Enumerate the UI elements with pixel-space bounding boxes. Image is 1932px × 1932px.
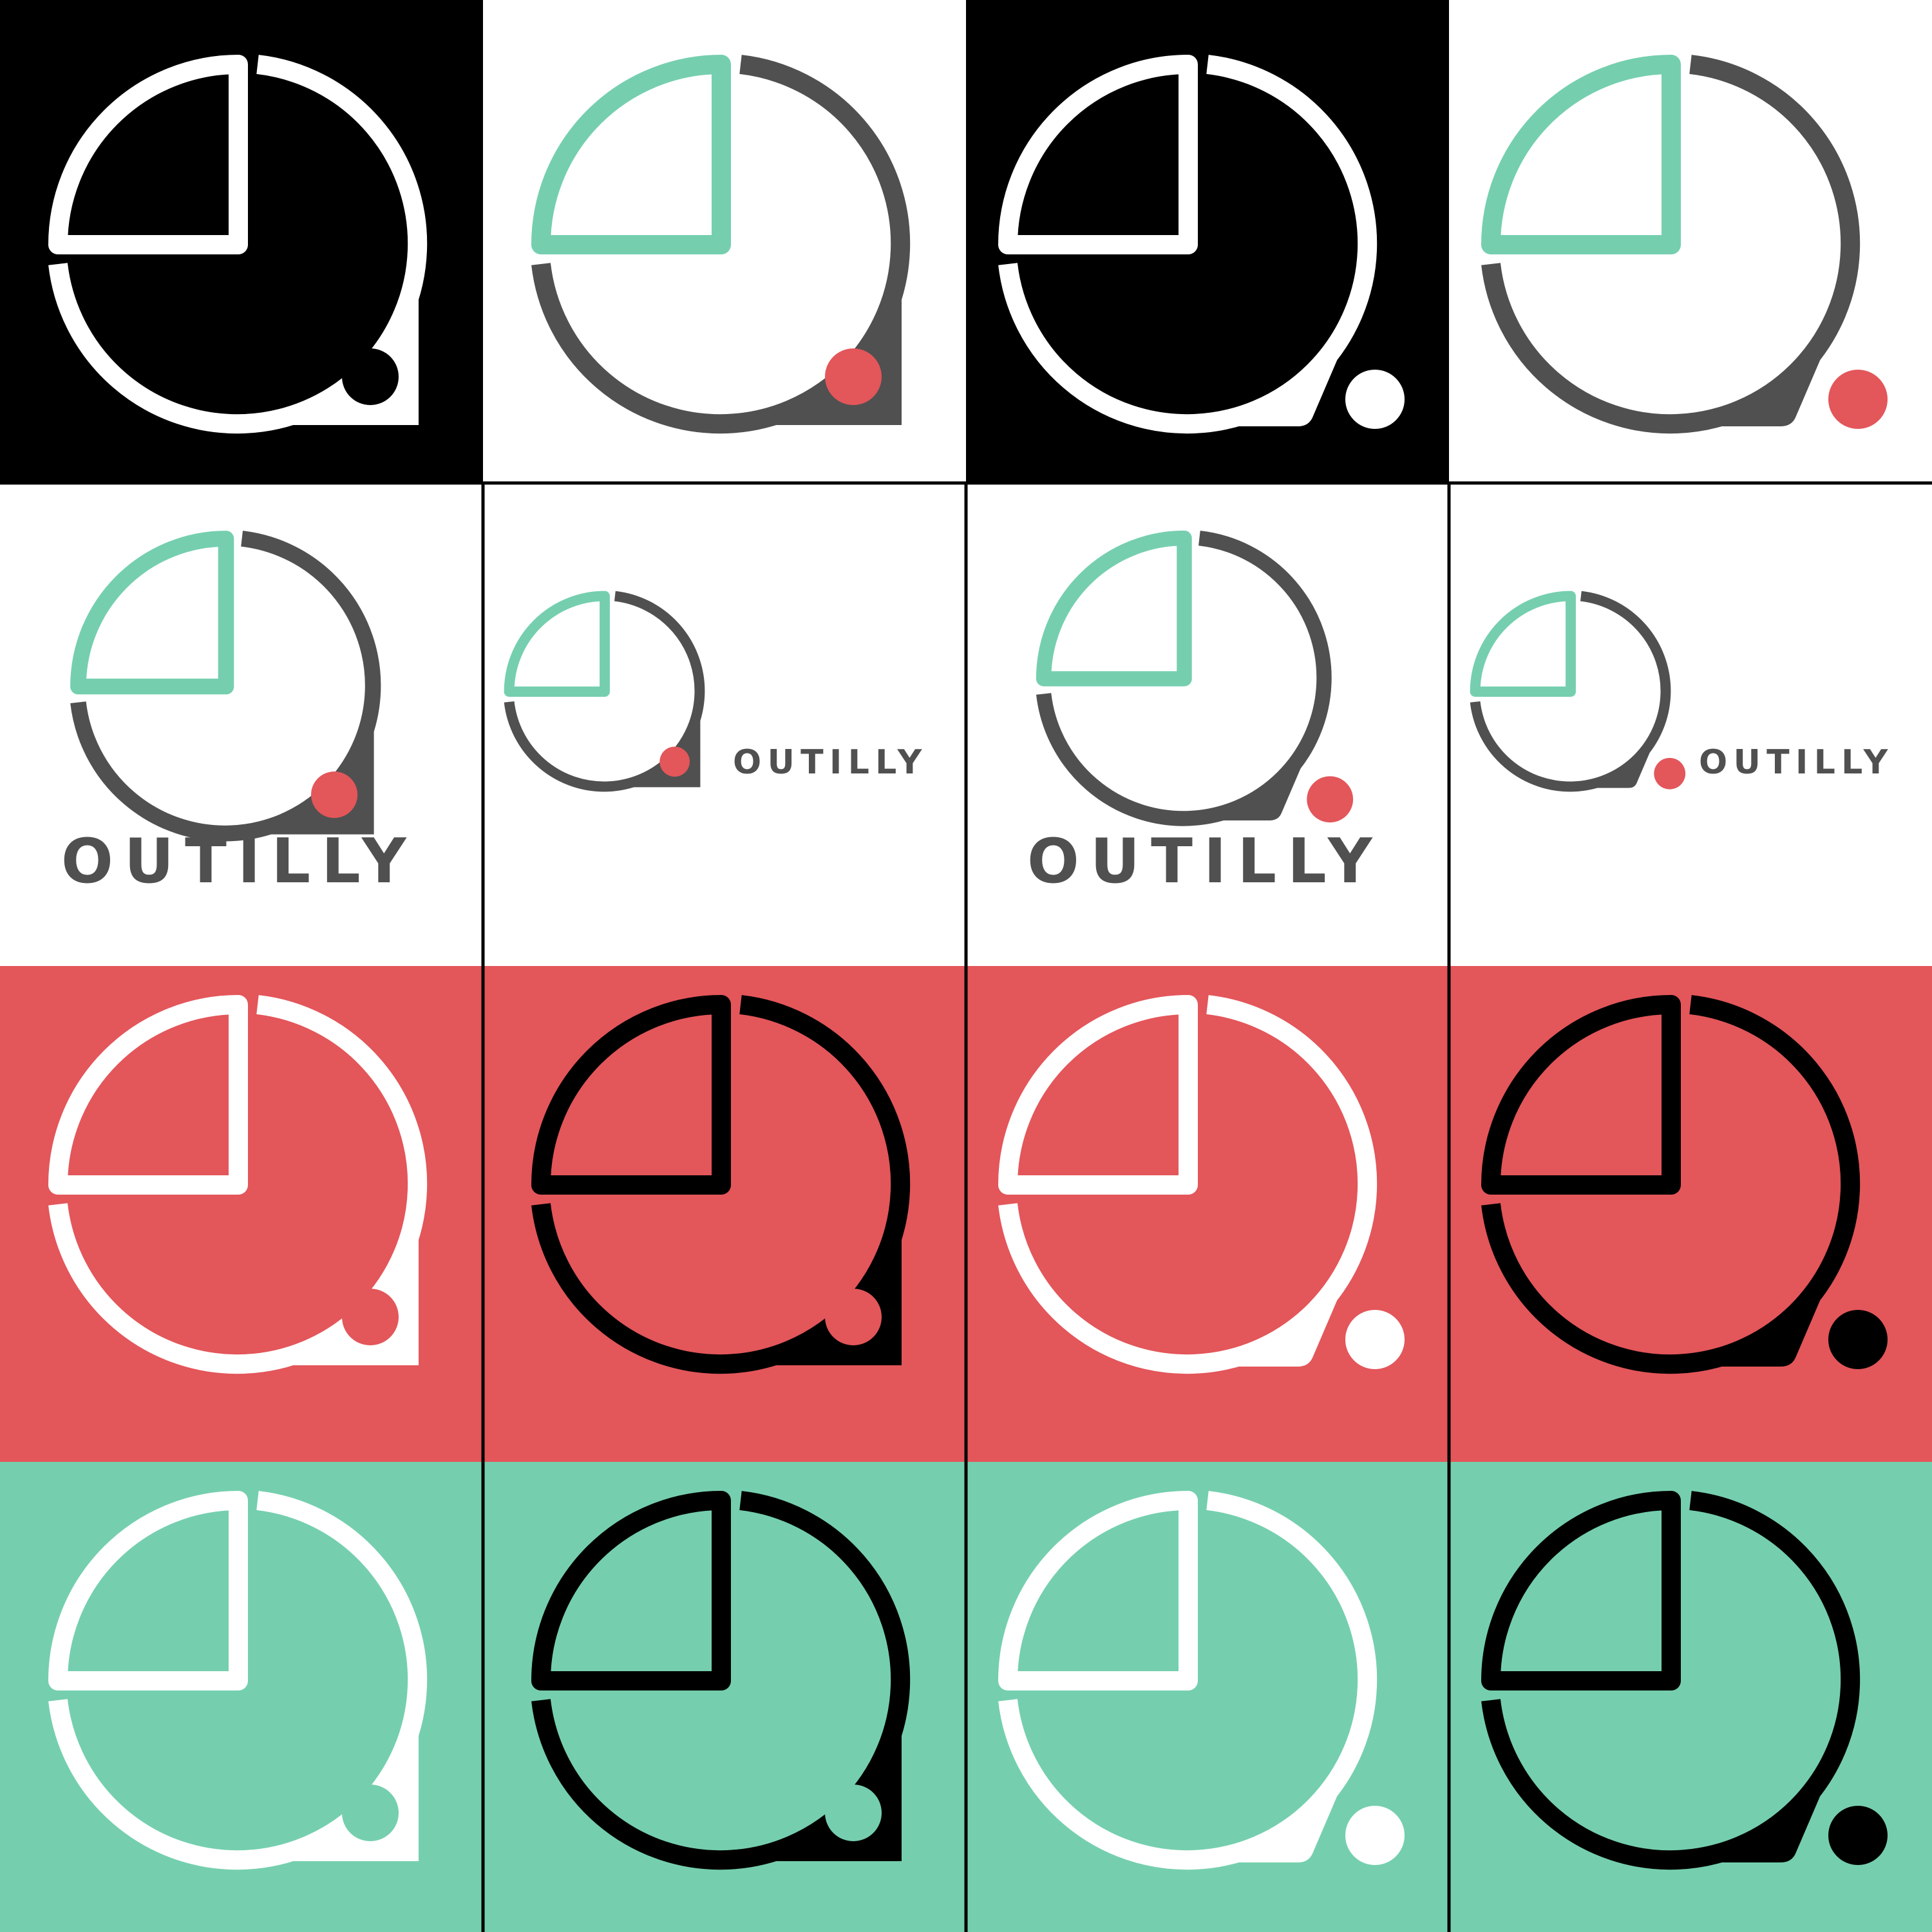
logo-tail (1188, 1275, 1348, 1367)
logo-quarter (1481, 55, 1681, 254)
logo-dot (1654, 757, 1686, 790)
logo-dot (1828, 1310, 1888, 1369)
logo-mark (504, 591, 705, 792)
logo-variation-6: OUTILLY (483, 483, 966, 966)
logo-dot (342, 1785, 399, 1841)
brand-wordmark: OUTILLY (61, 826, 417, 897)
logo-dot (311, 772, 358, 819)
logo-mark (48, 995, 428, 1374)
logo-quarter (1470, 591, 1576, 697)
logo-mark (998, 1491, 1405, 1870)
logo-variation-3 (966, 0, 1449, 483)
logo-quarter (531, 55, 731, 254)
logo-quarter (48, 1491, 248, 1690)
logo-dot (1345, 1806, 1405, 1865)
logo-mark (998, 995, 1405, 1374)
logo-tail (1671, 1771, 1831, 1863)
logo-mark (531, 1491, 911, 1870)
logo-variation-4 (1449, 0, 1932, 483)
logo-quarter (48, 55, 248, 254)
logo-mark (48, 55, 428, 434)
logo-mark (48, 1491, 428, 1870)
logo-ring (1481, 55, 1861, 434)
logo-ring (1481, 1491, 1861, 1870)
logo-tail (1188, 1771, 1348, 1863)
logo-dot (342, 1289, 399, 1345)
logo-dot (1345, 370, 1405, 429)
logo-quarter (531, 1491, 731, 1690)
logo-mark (1481, 1491, 1888, 1870)
logo-quarter (1481, 1491, 1681, 1690)
logo-dot (659, 746, 690, 777)
logo-quarter (70, 531, 234, 695)
logo-variation-11 (966, 966, 1449, 1462)
logo-variation-16 (1449, 1462, 1932, 1932)
logo-dot (825, 1289, 882, 1345)
logo-quarter (998, 55, 1198, 254)
logo-tail (1188, 335, 1348, 427)
logo-variation-15 (966, 1462, 1449, 1932)
logo-quarter (998, 995, 1198, 1195)
logo-variation-14 (483, 1462, 966, 1932)
logo-variation-1 (0, 0, 483, 483)
logo-dot (1828, 1806, 1888, 1865)
logo-mark (1481, 995, 1888, 1374)
brand-wordmark: OUTILLY (1699, 743, 1894, 782)
logo-mark (998, 55, 1405, 434)
grid-lines (0, 481, 1932, 1932)
logo-mark (1036, 530, 1354, 826)
logo-tail (1571, 739, 1656, 788)
logo-dot (1345, 1310, 1405, 1369)
logo-quarter (1481, 995, 1681, 1195)
logo-tail (1671, 335, 1831, 427)
logo-quarter (998, 1491, 1198, 1690)
logo-variation-2 (483, 0, 966, 483)
logo-dot (1307, 776, 1354, 823)
logo-variation-10 (483, 966, 966, 1462)
logo-mark (531, 995, 911, 1374)
logo-variation-5: OUTILLY (0, 483, 483, 966)
logo-variation-7: OUTILLY (966, 483, 1449, 966)
logo-dot (825, 1785, 882, 1841)
logo-tail (1671, 1275, 1831, 1367)
logo-mark (1481, 55, 1888, 434)
logo-dot (1828, 370, 1888, 429)
logo-ring (1470, 591, 1671, 792)
logo-ring (998, 1491, 1378, 1870)
logo-ring (1036, 530, 1332, 826)
cell-background (1449, 966, 1932, 1462)
logo-variation-9 (0, 966, 483, 1462)
logo-quarter (1036, 530, 1192, 687)
logo-mark (1470, 591, 1686, 792)
logo-variation-8: OUTILLY (1449, 483, 1932, 966)
logo-ring (998, 55, 1378, 434)
logo-quarter (531, 995, 731, 1195)
logo-dot (342, 348, 399, 405)
logo-tail (1184, 749, 1309, 820)
logo-dot (825, 348, 882, 405)
logo-mark (531, 55, 911, 434)
logo-ring (1481, 995, 1861, 1374)
logo-quarter (504, 591, 610, 697)
logo-ring (998, 995, 1378, 1374)
logo-variation-12 (1449, 966, 1932, 1462)
logo-variation-13 (0, 1462, 483, 1932)
logo-quarter (48, 995, 248, 1195)
brand-wordmark: OUTILLY (733, 743, 928, 782)
cell-background (966, 966, 1449, 1462)
brand-wordmark: OUTILLY (1027, 826, 1383, 897)
cell-background (1449, 483, 1932, 966)
logo-mark (70, 531, 381, 842)
cell-background (483, 483, 966, 966)
